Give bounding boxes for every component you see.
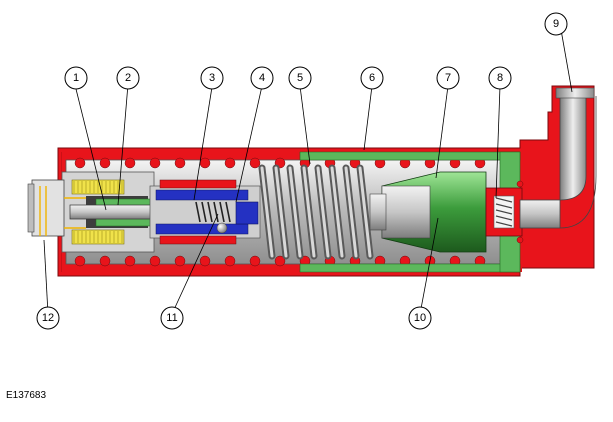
callout-label: 11	[166, 312, 177, 324]
callout-2: 2	[116, 66, 140, 90]
callout-7: 7	[436, 66, 460, 90]
coil-dots	[74, 157, 511, 267]
callout-label: 7	[445, 72, 451, 84]
callout-11: 11	[160, 306, 184, 330]
callout-4: 4	[250, 66, 274, 90]
callout-label: 5	[297, 72, 303, 84]
callout-12: 12	[36, 306, 60, 330]
callout-8: 8	[488, 66, 512, 90]
callout-5: 5	[288, 66, 312, 90]
electrical-connector	[27, 179, 86, 237]
figure-reference-code: E137683	[6, 390, 47, 401]
callout-6: 6	[360, 66, 384, 90]
callout-label: 1	[73, 72, 79, 84]
callout-10: 10	[408, 306, 432, 330]
callout-3: 3	[200, 66, 224, 90]
outlet-pipe	[519, 87, 597, 229]
callout-label: 9	[553, 18, 559, 30]
spool	[149, 179, 261, 245]
valve-assembly	[485, 180, 524, 244]
callout-label: 6	[369, 72, 375, 84]
plunger	[369, 171, 487, 253]
main-spring	[258, 164, 374, 260]
callout-9: 9	[544, 12, 568, 36]
callout-1: 1	[64, 66, 88, 90]
leader-lines	[43, 23, 573, 315]
callout-label: 10	[414, 312, 426, 324]
callout-label: 12	[42, 312, 54, 324]
callout-label: 2	[125, 72, 131, 84]
callout-label: 4	[259, 72, 265, 84]
callout-label: 8	[497, 72, 503, 84]
callout-label: 3	[209, 72, 215, 84]
